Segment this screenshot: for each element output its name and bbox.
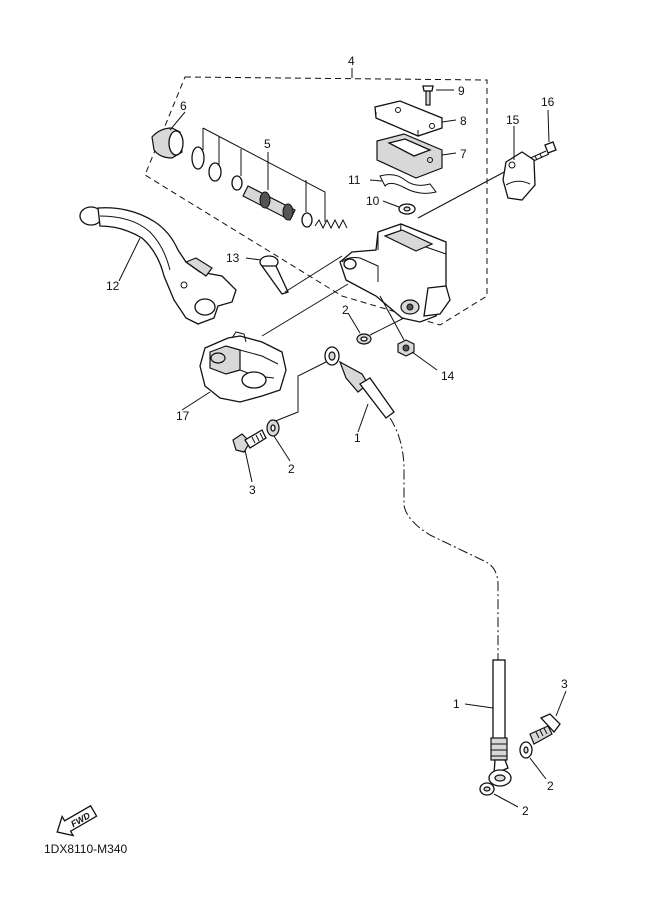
- callout-5: 5: [264, 137, 271, 151]
- part-brake-lever: [79, 206, 237, 325]
- callout-12: 12: [106, 279, 120, 293]
- callout-3a: 3: [249, 483, 256, 497]
- leader-16: [547, 109, 550, 143]
- leader-8: [441, 119, 457, 123]
- leader-6: [169, 111, 186, 131]
- leader-clamp-link: [417, 169, 509, 219]
- leader-3b: [555, 690, 567, 717]
- part-cap-plate: [376, 133, 443, 179]
- part-washer-upper: [356, 333, 372, 345]
- leader-10: [382, 200, 400, 208]
- callout-3b: 3: [561, 677, 568, 691]
- callout-8: 8: [460, 114, 467, 128]
- callout-2b: 2: [288, 462, 295, 476]
- leader-washer-link: [369, 317, 405, 336]
- part-washer-lower-b: [479, 782, 495, 796]
- part-diaphragm: [379, 174, 437, 194]
- part-handlebar-clamp: [502, 151, 536, 201]
- leader-13: [245, 257, 262, 261]
- leader-5b: [202, 127, 326, 222]
- part-washer-caliper: [266, 419, 280, 437]
- part-brake-hose-lower: [488, 659, 512, 787]
- leader-2c: [529, 757, 547, 780]
- part-master-cylinder: [339, 223, 451, 323]
- callout-10: 10: [366, 194, 380, 208]
- part-caliper: [199, 331, 287, 403]
- leader-11: [369, 179, 383, 182]
- part-nut: [397, 339, 415, 357]
- callout-1a: 1: [354, 431, 361, 445]
- callout-2c: 2: [547, 779, 554, 793]
- part-reservoir-cap: [375, 100, 442, 136]
- leader-caliper-link: [261, 283, 349, 337]
- leader-1b: [464, 703, 494, 709]
- part-union-bolt-lower: [529, 713, 561, 745]
- part-piston-kit: [191, 146, 348, 230]
- leader-2d: [493, 793, 519, 808]
- leader-7: [441, 152, 457, 156]
- hose-route: [389, 417, 499, 660]
- part-brake-hose-upper: [324, 346, 395, 419]
- part-float: [398, 203, 416, 215]
- leader-13-link: [284, 255, 343, 293]
- callout-13: 13: [226, 251, 240, 265]
- part-union-bolt-upper: [232, 429, 267, 453]
- part-dust-boot: [151, 127, 184, 159]
- part-washer-lower-a: [519, 741, 533, 759]
- callout-11: 11: [348, 173, 361, 187]
- callout-9: 9: [458, 84, 465, 98]
- leader-nut-link: [379, 295, 405, 341]
- callout-15: 15: [506, 113, 520, 127]
- callout-16: 16: [541, 95, 555, 109]
- leader-12: [118, 237, 141, 282]
- leader-3a: [244, 449, 253, 483]
- fwd-arrow-icon: FWD: [56, 804, 98, 837]
- diagram-code: 1DX8110-M340: [44, 842, 127, 856]
- part-pivot-bolt: [259, 255, 289, 295]
- callout-2a: 2: [342, 303, 349, 317]
- part-screw: [422, 85, 434, 106]
- leader-2b: [273, 435, 291, 462]
- callout-14: 14: [441, 369, 455, 383]
- assembly-outline: [144, 76, 488, 326]
- leader-2a: [347, 312, 361, 334]
- leader-14: [411, 351, 438, 371]
- leader-17: [181, 391, 211, 411]
- callout-6: 6: [180, 99, 187, 113]
- leader-1a: [357, 403, 369, 433]
- callout-17: 17: [176, 409, 190, 423]
- callout-1b: 1: [453, 697, 460, 711]
- callout-7: 7: [460, 147, 467, 161]
- leader-hose-to-caliper: [267, 361, 327, 425]
- callout-4: 4: [348, 54, 355, 68]
- callout-2d: 2: [522, 804, 529, 818]
